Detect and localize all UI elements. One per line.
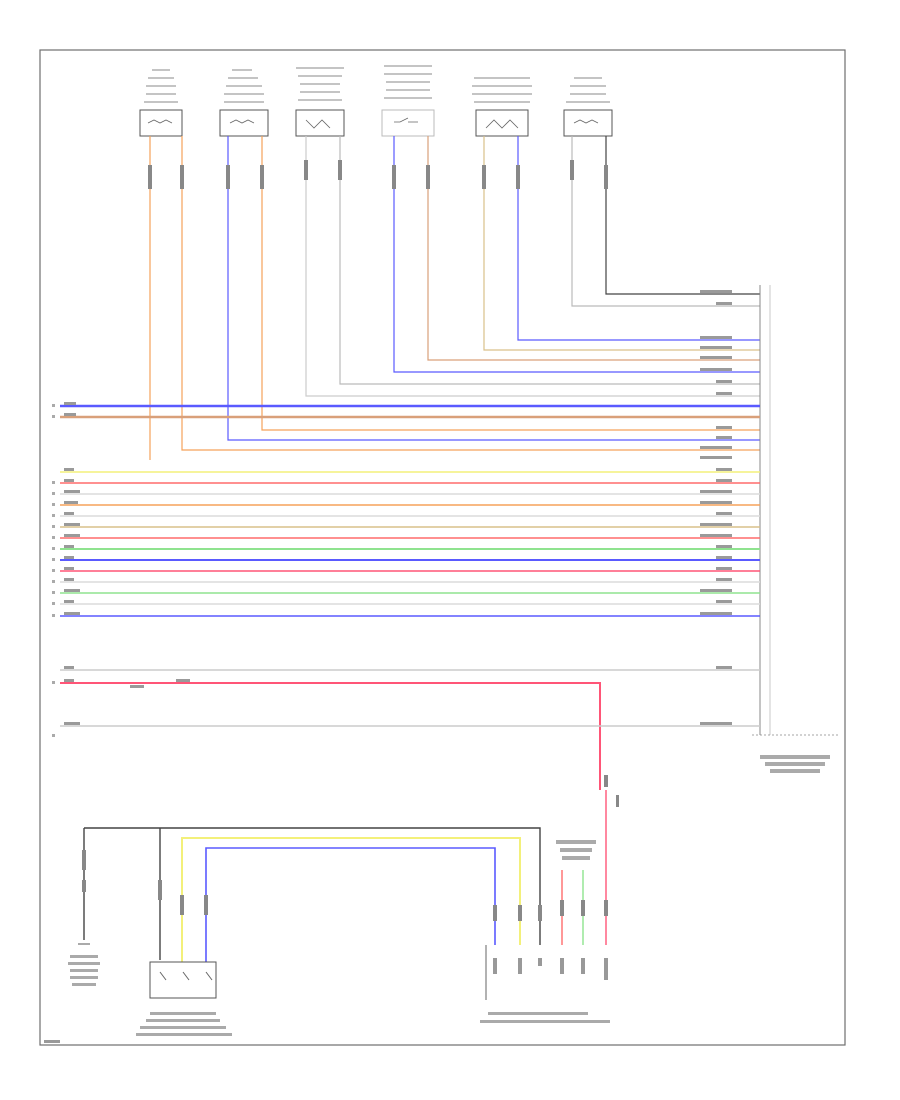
lower-wiring [83, 790, 607, 962]
switch-component-4 [381, 65, 435, 137]
belt-switch-box [136, 961, 232, 1036]
corner-tag [44, 1040, 60, 1043]
small-junction [556, 840, 596, 860]
diagram-border [39, 49, 846, 1046]
seat-module-connector [480, 945, 610, 1023]
bus-wires [60, 404, 760, 790]
top-switch-group [139, 65, 613, 137]
switch-component-1 [139, 69, 183, 137]
left-pin-markers [52, 404, 55, 737]
switch-drop-wires [149, 136, 760, 460]
ground-symbol [68, 943, 100, 986]
right-connector-block [752, 285, 840, 773]
drop-wire-labels [148, 160, 608, 189]
switch-component-3 [295, 67, 345, 137]
switch-component-6 [563, 77, 613, 137]
lower-wire-labels [82, 775, 619, 921]
switch-component-5 [472, 77, 532, 137]
switch-component-2 [219, 69, 269, 137]
bus-wire-labels [64, 290, 732, 725]
